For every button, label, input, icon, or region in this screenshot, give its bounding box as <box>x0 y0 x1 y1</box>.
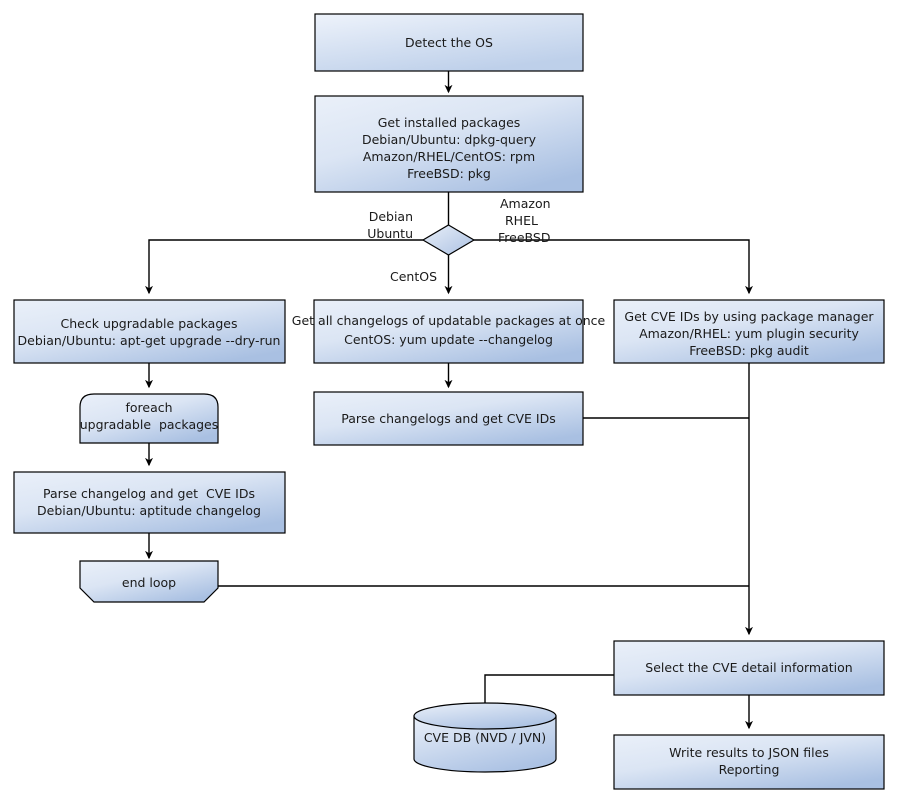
node-get-installed-packages-line-2: Amazon/RHEL/CentOS: rpm <box>363 149 535 164</box>
node-detect-os[interactable]: Detect the OS <box>314 13 584 72</box>
edge-label-debian-ubuntu: Debian Ubuntu <box>367 209 413 241</box>
node-get-cve-ids-package-manager[interactable]: Get CVE IDs by using package manager Ama… <box>613 299 885 364</box>
node-parse-changelogs-cve-ids[interactable]: Parse changelogs and get CVE IDs <box>313 391 584 446</box>
edge-label-freebsd: FreeBSD <box>498 230 550 245</box>
node-parse-changelog-cve-ids[interactable]: Parse changelog and get CVE IDs Debian/U… <box>13 471 286 534</box>
edges <box>145 71 753 730</box>
edge-label-debian: Debian <box>369 209 413 224</box>
edge-decision-to-get-cve-ids <box>474 239 753 295</box>
node-write-results-line-1: Reporting <box>719 762 780 777</box>
node-get-installed-packages-line-0: Get installed packages <box>378 115 521 130</box>
edge-decision-to-check-upgradable <box>145 239 423 295</box>
node-select-cve-detail-line-0: Select the CVE detail information <box>645 660 852 675</box>
node-check-upgradable-packages-line-1: Debian/Ubuntu: apt-get upgrade --dry-run <box>18 333 281 348</box>
node-parse-changelog-cve-ids-line-1: Debian/Ubuntu: aptitude changelog <box>37 503 261 518</box>
node-end-loop[interactable]: end loop <box>79 560 219 603</box>
node-parse-changelogs-cve-ids-line-0: Parse changelogs and get CVE IDs <box>341 411 555 426</box>
node-write-results-line-0: Write results to JSON files <box>669 745 829 760</box>
node-check-upgradable-packages-line-0: Check upgradable packages <box>61 316 238 331</box>
node-get-all-changelogs-line-1: CentOS: yum update --changelog <box>344 332 553 347</box>
node-get-cve-ids-package-manager-line-0: Get CVE IDs by using package manager <box>624 309 874 324</box>
edge-label-amazon-rhel-freebsd: Amazon RHEL FreeBSD <box>498 196 551 245</box>
node-cve-database-label: CVE DB (NVD / JVN) <box>424 730 546 745</box>
node-foreach-loop-start-line-0: foreach <box>125 400 172 415</box>
node-cve-database[interactable]: CVE DB (NVD / JVN) <box>413 702 557 773</box>
node-get-cve-ids-package-manager-line-2: FreeBSD: pkg audit <box>689 343 809 358</box>
node-get-all-changelogs[interactable]: Get all changelogs of updatable packages… <box>292 299 606 364</box>
node-get-installed-packages[interactable]: Get installed packages Debian/Ubuntu: dp… <box>314 95 584 193</box>
edge-label-amazon: Amazon <box>500 196 551 211</box>
node-get-all-changelogs-line-0: Get all changelogs of updatable packages… <box>292 313 606 328</box>
node-detect-os-line-0: Detect the OS <box>405 35 493 50</box>
edge-label-ubuntu: Ubuntu <box>367 226 413 241</box>
node-foreach-loop-start-line-1: upgradable packages <box>80 417 219 432</box>
node-end-loop-line-0: end loop <box>122 575 176 590</box>
node-foreach-loop-start[interactable]: foreach upgradable packages <box>79 393 219 444</box>
node-os-decision[interactable] <box>421 224 476 256</box>
edge-label-centos: CentOS <box>390 269 437 284</box>
node-write-results[interactable]: Write results to JSON files Reporting <box>613 734 885 790</box>
node-get-installed-packages-line-1: Debian/Ubuntu: dpkg-query <box>362 132 537 147</box>
node-parse-changelog-cve-ids-line-0: Parse changelog and get CVE IDs <box>43 486 255 501</box>
node-check-upgradable-packages[interactable]: Check upgradable packages Debian/Ubuntu:… <box>13 299 286 364</box>
node-get-cve-ids-package-manager-line-1: Amazon/RHEL: yum plugin security <box>639 326 859 341</box>
edge-database-to-select-cve <box>484 674 614 703</box>
edge-label-rhel: RHEL <box>505 213 538 228</box>
node-select-cve-detail[interactable]: Select the CVE detail information <box>613 640 885 696</box>
node-get-installed-packages-line-3: FreeBSD: pkg <box>407 166 491 181</box>
